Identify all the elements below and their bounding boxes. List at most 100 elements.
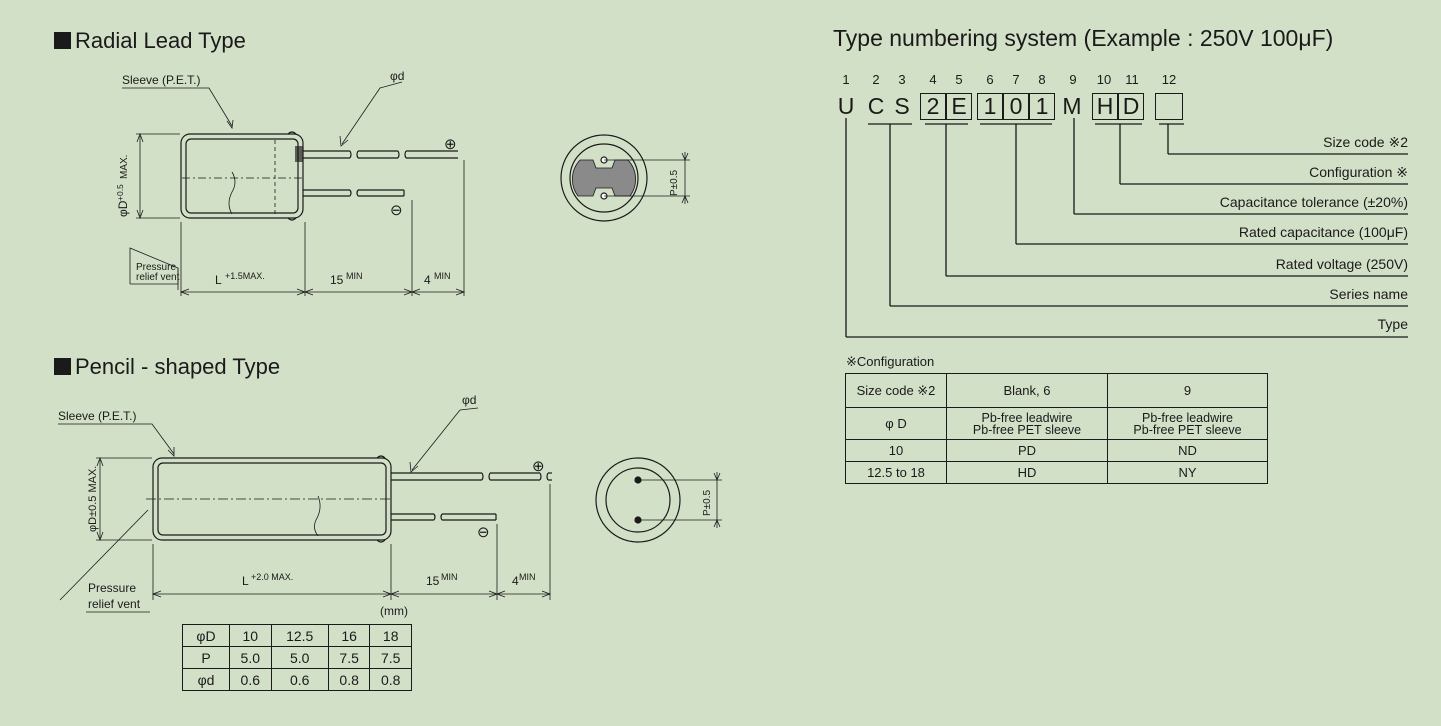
table-row: 12.5 to 18 HD NY [845,461,1268,484]
table-cell: 18 [369,624,412,647]
table-cell: PD [946,439,1108,462]
pencil-pressure-label-1: Pressure [88,581,136,595]
pencil-minus-icon: ⊖ [477,524,490,541]
table-cell: 12.5 to 18 [845,461,947,484]
pencil-dimension-lines [58,407,552,613]
radial-diameter-max: MAX. [119,155,130,179]
radial-lead-title: Radial Lead Type [75,28,246,53]
code-letter-boxed: H [1092,93,1118,120]
code-letter-boxed: E [946,93,972,120]
position-number: 8 [1038,72,1046,87]
material-line: Pb-free leadwire [981,410,1073,425]
table-cell: ND [1107,439,1268,462]
pencil-capacitor-body [146,455,392,543]
pencil-lead15-label: 15 [426,574,440,588]
pencil-lead4-min: MIN [519,572,536,582]
type-numbering-title: Type numbering system (Example : 250V 10… [833,25,1334,51]
table-cell: P [182,646,230,669]
table-cell: NY [1107,461,1268,484]
type-numbering-lines [845,118,1408,338]
code-letter: U [837,93,855,119]
pencil-leads [391,472,552,521]
radial-pressure-label-1: Pressure [136,262,176,273]
code-letter: S [894,93,910,119]
table-cell: 7.5 [369,646,412,669]
position-number: 7 [1012,72,1020,87]
position-number: 1 [842,72,850,87]
position-number: 5 [955,72,963,87]
code-letter: M [1062,93,1082,119]
material-line: Pb-free leadwire [1141,410,1233,425]
table-row: P 5.0 5.0 7.5 7.5 [182,646,412,669]
table-cell: 10 [845,439,947,462]
code-letter-boxed: 1 [977,93,1003,120]
pencil-lead-dia-label: φd [462,393,476,407]
position-number: 3 [898,72,906,87]
table-cell: 0.6 [229,668,272,691]
radial-length-tol: +1.5MAX. [225,271,265,281]
radial-pressure-label-2: relief vent [136,272,180,283]
table-cell: 16 [327,624,371,647]
pencil-length-tol: +2.0 MAX. [251,572,293,582]
table-cell: 12.5 [270,624,329,647]
material-line: Pb-free PET sleeve [1133,422,1242,437]
table-cell: 0.8 [369,668,412,691]
table-cell: 9 [1107,373,1268,408]
pencil-diameter-label: φD±0.5 MAX. [87,466,99,532]
pencil-sleeve-label: Sleeve (P.E.T.) [58,409,136,423]
radial-lead4-label: 4 [424,273,431,287]
pencil-pitch-label: P±0.5 [702,490,713,516]
radial-lead15-label: 15 [330,273,344,287]
radial-lead-heading: Radial Lead Type [54,28,246,54]
position-number: 6 [986,72,994,87]
heading-square-icon [54,32,71,49]
radial-minus-icon: ⊖ [390,202,403,219]
label-rated-voltage: Rated voltage (250V) [1275,256,1408,272]
position-number: 12 [1161,72,1177,87]
code-letter-boxed: D [1118,93,1144,120]
table-cell: φ D [845,407,947,440]
table-cell: 10 [229,624,272,647]
radial-diameter-label: φD [116,200,130,217]
material-line: Pb-free PET sleeve [972,422,1082,437]
table-cell: Pb-free leadwire Pb-free PET sleeve [1107,407,1268,440]
code-letter-boxed: 1 [1029,93,1055,120]
pencil-end-view [595,457,722,543]
code-letter-boxed: 0 [1003,93,1029,120]
radial-end-view [560,134,690,222]
table-row: φd 0.6 0.6 0.8 0.8 [182,668,412,691]
radial-sleeve-label: Sleeve (P.E.T.) [122,73,200,87]
code-letter-boxed: 2 [920,93,946,120]
table-cell: φd [182,668,230,691]
pencil-pressure-label-2: relief vent [88,597,141,611]
table-row: Size code ※2 Blank, 6 9 [845,373,1268,408]
table-cell: Blank, 6 [946,373,1108,408]
table-cell: Size code ※2 [845,373,947,408]
position-number: 10 [1096,72,1112,87]
dimensions-table: φD 10 12.5 16 18 P 5.0 5.0 7.5 7.5 φd 0.… [182,624,412,691]
pencil-lead4-label: 4 [512,574,519,588]
configuration-title: ※Configuration [846,354,935,369]
radial-lead4-min: MIN [434,271,451,281]
label-type: Type [1377,316,1408,332]
table-row: φD 10 12.5 16 18 [182,624,412,647]
table-cell: HD [946,461,1108,484]
code-letter-boxed [1155,93,1183,120]
table-cell: 0.6 [270,668,329,691]
pencil-length-label: L [242,574,249,588]
pencil-plus-icon: ⊕ [532,458,545,475]
configuration-table: Size code ※2 Blank, 6 9 φ D Pb-free lead… [845,373,1268,484]
table-row: φ D Pb-free leadwire Pb-free PET sleeve … [845,407,1268,440]
position-number: 11 [1125,72,1139,87]
radial-capacitor-body [180,131,305,221]
table-cell: φD [182,624,230,647]
radial-plus-icon: ⊕ [444,136,457,153]
position-number: 2 [872,72,880,87]
table-cell: Pb-free leadwire Pb-free PET sleeve [946,407,1108,440]
pencil-type-title: Pencil - shaped Type [75,354,281,379]
position-number: 9 [1069,72,1077,87]
table-cell: 0.8 [327,668,371,691]
radial-lead-dia-label: φd [390,69,404,83]
radial-lead15-min: MIN [346,271,363,281]
label-series-name: Series name [1329,286,1408,302]
